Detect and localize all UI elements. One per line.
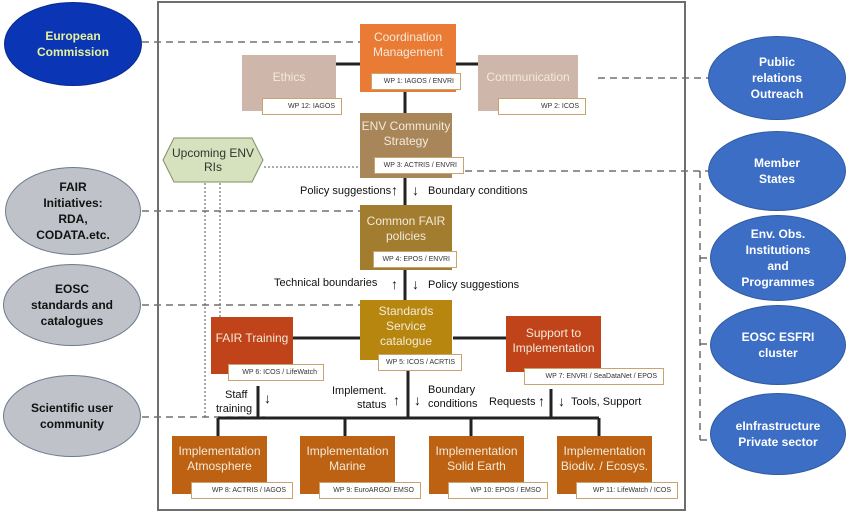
ellipse-label: Scientific user community xyxy=(30,401,114,431)
box-title: Implementation Atmosphere xyxy=(178,444,261,473)
wp-label-ethics: WP 12: IAGOS xyxy=(262,98,342,115)
wp-label-biodiv: WP 11: LifeWatch / ICOS xyxy=(576,482,678,499)
wp-label-fair-policies: WP 4: EPOS / ENVRI xyxy=(373,251,457,268)
flow-label-requests: Requests xyxy=(489,396,536,408)
project-frame xyxy=(157,1,686,511)
flow-label-policy-suggestions-up: Policy suggestions xyxy=(300,185,392,197)
flow-label-staff: Staff xyxy=(225,389,248,401)
box-title: Ethics xyxy=(272,70,306,84)
box-title: FAIR Training xyxy=(215,331,289,345)
flow-label-implement: Implement. xyxy=(332,385,387,397)
flow-label-boundary: Boundary xyxy=(428,384,476,396)
box-support[interactable]: Support to Implementation xyxy=(506,316,601,372)
ellipse-label: EOSC ESFRI cluster xyxy=(741,330,815,360)
arrow-down-icon: ↓ xyxy=(412,276,419,292)
ellipse-european-commission[interactable]: European Commission xyxy=(4,2,142,86)
ellipse-label: Public relations Outreach xyxy=(750,55,804,101)
arrow-up-icon: ↑ xyxy=(393,392,400,408)
flow-label-status: status xyxy=(357,399,387,411)
wp-label-standards: WP 5: ICOS / ACRTIS xyxy=(378,354,462,371)
flow-label-boundary-conditions: Boundary conditions xyxy=(428,185,528,197)
ellipse-fair-initiatives[interactable]: FAIR Initiatives: RDA, CODATA.etc. xyxy=(5,167,141,255)
wp-label-coordination: WP 1: IAGOS / ENVRI xyxy=(371,73,461,90)
box-title: Communication xyxy=(486,70,570,84)
box-title: Standards Service catalogue xyxy=(378,304,434,348)
wp-label-training: WP 6: ICOS / LifeWatch xyxy=(228,364,324,381)
box-title: Implementation Biodiv. / Ecosys. xyxy=(560,444,649,473)
box-title: Support to Implementation xyxy=(512,326,595,355)
wp-label-atmosphere: WP 8: ACTRIS / IAGOS xyxy=(191,482,293,499)
flow-label-policy-suggestions-down: Policy suggestions xyxy=(428,279,520,291)
arrow-up-icon: ↑ xyxy=(391,276,398,292)
ellipse-einfrastructure[interactable]: eInfrastructure Private sector xyxy=(710,393,846,475)
wp-label-communication: WP 2: ICOS xyxy=(498,98,586,115)
ellipse-label: European Commission xyxy=(36,29,109,59)
flow-label-technical-boundaries: Technical boundaries xyxy=(274,277,378,289)
box-title: Implementation Marine xyxy=(306,444,389,473)
box-title: Implementation Solid Earth xyxy=(435,444,518,473)
wp-label-solid-earth: WP 10: EPOS / EMSO xyxy=(448,482,548,499)
ellipse-scientific-users[interactable]: Scientific user community xyxy=(3,375,141,457)
arrow-down-icon: ↓ xyxy=(264,390,271,406)
flow-label-training: training xyxy=(216,403,253,415)
ellipse-member-states[interactable]: Member States xyxy=(708,131,846,211)
arrow-up-icon: ↑ xyxy=(538,393,545,409)
ellipse-eosc-standards[interactable]: EOSC standards and catalogues xyxy=(3,264,141,346)
wp-label-marine: WP 9: EuroARGO/ EMSO xyxy=(319,482,421,499)
ellipse-label: EOSC standards and catalogues xyxy=(30,282,114,328)
box-title: ENV Community Strategy xyxy=(361,119,451,148)
box-standards[interactable]: Standards Service catalogue xyxy=(360,300,452,360)
arrow-down-icon: ↓ xyxy=(558,393,565,409)
arrow-down-icon: ↓ xyxy=(412,182,419,198)
box-title: Coordination Management xyxy=(372,30,444,59)
flow-label-conditions: conditions xyxy=(428,398,478,410)
upcoming-hexagon[interactable] xyxy=(162,137,264,183)
upcoming-label: Upcoming ENV RIs xyxy=(171,146,255,174)
wp-label-strategy: WP 3: ACTRIS / ENVRI xyxy=(374,157,464,174)
ellipse-env-obs[interactable]: Env. Obs. Institutions and Programmes xyxy=(710,215,846,301)
arrow-up-icon: ↑ xyxy=(391,182,398,198)
flow-label-tools-support: Tools, Support xyxy=(571,396,642,408)
ellipse-public-relations[interactable]: Public relations Outreach xyxy=(708,36,846,120)
ellipse-label: FAIR Initiatives: RDA, CODATA.etc. xyxy=(36,180,110,242)
wp-label-support: WP 7: ENVRI / SeaDataNet / EPOS xyxy=(524,368,664,385)
arrow-down-icon: ↓ xyxy=(414,392,421,408)
box-title: Common FAIR policies xyxy=(366,214,446,243)
ellipse-label: Member States xyxy=(753,156,800,186)
ellipse-label: eInfrastructure Private sector xyxy=(735,419,821,449)
ellipse-label: Env. Obs. Institutions and Programmes xyxy=(741,227,815,289)
ellipse-eosc-esfri[interactable]: EOSC ESFRI cluster xyxy=(710,305,846,385)
